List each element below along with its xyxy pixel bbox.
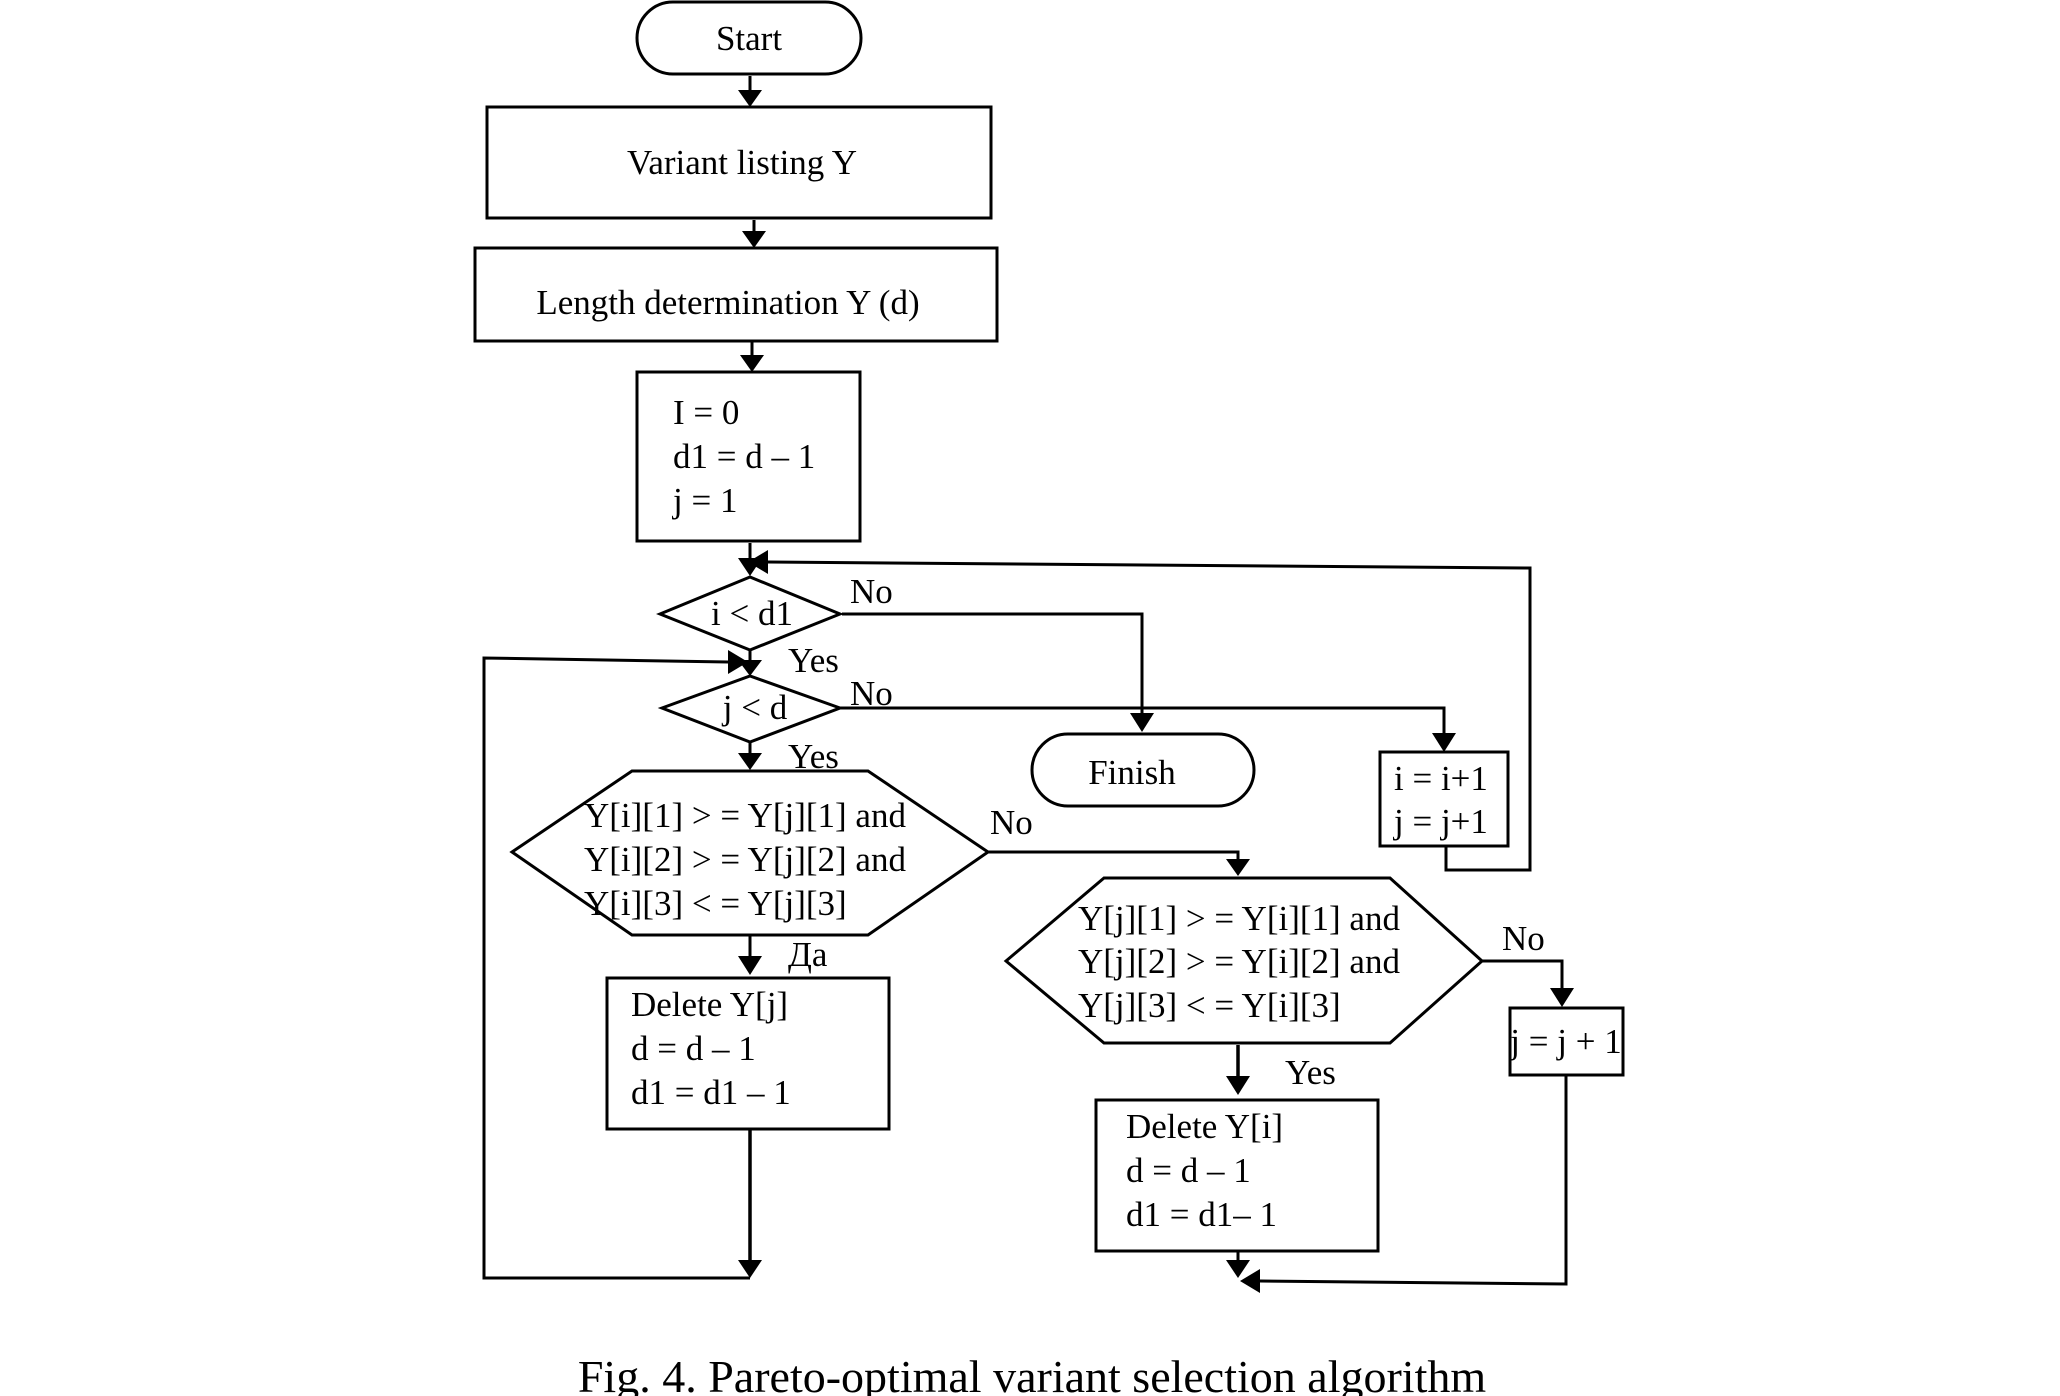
arrowhead — [1240, 1269, 1260, 1293]
delete-i-line-3: d1 = d1– 1 — [1126, 1195, 1277, 1234]
increment-ij-line-1: i = i+1 — [1394, 759, 1488, 798]
finish-label: Finish — [1088, 753, 1176, 792]
delete-i-process: Delete Y[i] d = d – 1 d1 = d1– 1 — [1094, 1098, 1380, 1253]
increment-j-process: j = j + 1 — [1508, 1006, 1625, 1077]
arrowhead — [1432, 733, 1456, 752]
label-dominance-j-no: No — [990, 803, 1033, 842]
arrowhead — [1130, 713, 1154, 732]
finish-terminator: Finish — [1030, 732, 1256, 808]
delete-j-line-2: d = d – 1 — [631, 1029, 756, 1068]
condition-i-less-d1: i < d1 — [656, 575, 844, 652]
label-dominance-i-yes: Yes — [1285, 1053, 1336, 1092]
edge-dom-i-no-to-incr-j — [1482, 959, 1564, 990]
init-line-3: j = 1 — [671, 481, 737, 520]
length-determination-label: Length determination Y (d) — [536, 283, 919, 322]
label-cond-i-no: No — [850, 572, 893, 611]
variant-listing-process: Variant listing Y — [485, 105, 993, 220]
arrowhead — [738, 956, 762, 975]
label-cond-j-no: No — [850, 674, 893, 713]
init-line-1: I = 0 — [673, 393, 739, 432]
arrowhead — [1550, 988, 1574, 1007]
edge-cond-i-no-to-finish — [842, 612, 1144, 715]
condition-j-dominates-i: Y[j][1] > = Y[i][1] and Y[j][2] > = Y[i]… — [1003, 876, 1485, 1045]
start-terminator: Start — [635, 0, 863, 76]
label-dominance-i-no: No — [1502, 919, 1545, 958]
edge-incr-j-to-bottom — [1259, 1075, 1568, 1286]
condition-j-label: j < d — [721, 688, 788, 727]
length-determination-process: Length determination Y (d) — [473, 246, 999, 343]
variant-listing-label: Variant listing Y — [627, 143, 857, 182]
edge-left-loop-back — [482, 656, 750, 1280]
arrowhead — [1226, 1260, 1250, 1278]
arrowhead — [738, 90, 762, 107]
label-dominance-j-yes: Да — [788, 935, 828, 974]
delete-i-line-1: Delete Y[i] — [1126, 1107, 1283, 1146]
arrowhead — [740, 355, 764, 372]
delete-j-line-3: d1 = d1 – 1 — [631, 1073, 791, 1112]
dominance-j-line-3: Y[i][3] < = Y[j][3] — [584, 884, 847, 923]
arrowhead — [742, 231, 766, 248]
increment-ij-line-2: j = j+1 — [1392, 802, 1488, 841]
init-line-2: d1 = d – 1 — [673, 437, 815, 476]
dominance-i-line-2: Y[j][2] > = Y[i][2] and — [1078, 942, 1400, 981]
init-process: I = 0 d1 = d – 1 j = 1 — [635, 370, 862, 543]
delete-j-process: Delete Y[j] d = d – 1 d1 = d1 – 1 — [605, 976, 891, 1131]
condition-i-label: i < d1 — [711, 594, 793, 633]
edge-cond-j-no-to-incr-ij — [840, 706, 1446, 735]
edge-labels: No Yes No Yes No Да No Yes — [788, 572, 1545, 1092]
increment-j-label: j = j + 1 — [1508, 1022, 1621, 1061]
condition-j-less-d: j < d — [657, 674, 845, 744]
arrowhead — [738, 753, 762, 770]
connectors — [482, 76, 1574, 1293]
edge-incr-ij-loop-back — [767, 560, 1532, 872]
delete-j-line-1: Delete Y[j] — [631, 985, 788, 1024]
arrowhead — [748, 550, 768, 574]
dominance-i-line-3: Y[j][3] < = Y[i][3] — [1078, 986, 1341, 1025]
edge-dom-j-no-to-dom-i — [988, 850, 1240, 860]
dominance-j-line-2: Y[i][2] > = Y[j][2] and — [584, 840, 906, 879]
condition-i-dominates-j: Y[i][1] > = Y[j][1] and Y[i][2] > = Y[j]… — [509, 769, 991, 937]
dominance-i-line-1: Y[j][1] > = Y[i][1] and — [1078, 899, 1400, 938]
arrowhead — [738, 1260, 762, 1278]
start-label: Start — [716, 19, 782, 58]
arrowhead — [1226, 1076, 1250, 1095]
increment-ij-process: i = i+1 j = j+1 — [1378, 750, 1510, 848]
dominance-j-line-1: Y[i][1] > = Y[j][1] and — [584, 796, 906, 835]
delete-i-line-2: d = d – 1 — [1126, 1151, 1251, 1190]
arrowhead — [1226, 859, 1250, 876]
label-cond-j-yes: Yes — [788, 737, 839, 776]
arrowhead — [728, 650, 748, 674]
label-cond-i-yes: Yes — [788, 641, 839, 680]
figure-caption: Fig. 4. Pareto-optimal variant selection… — [578, 1351, 1487, 1396]
